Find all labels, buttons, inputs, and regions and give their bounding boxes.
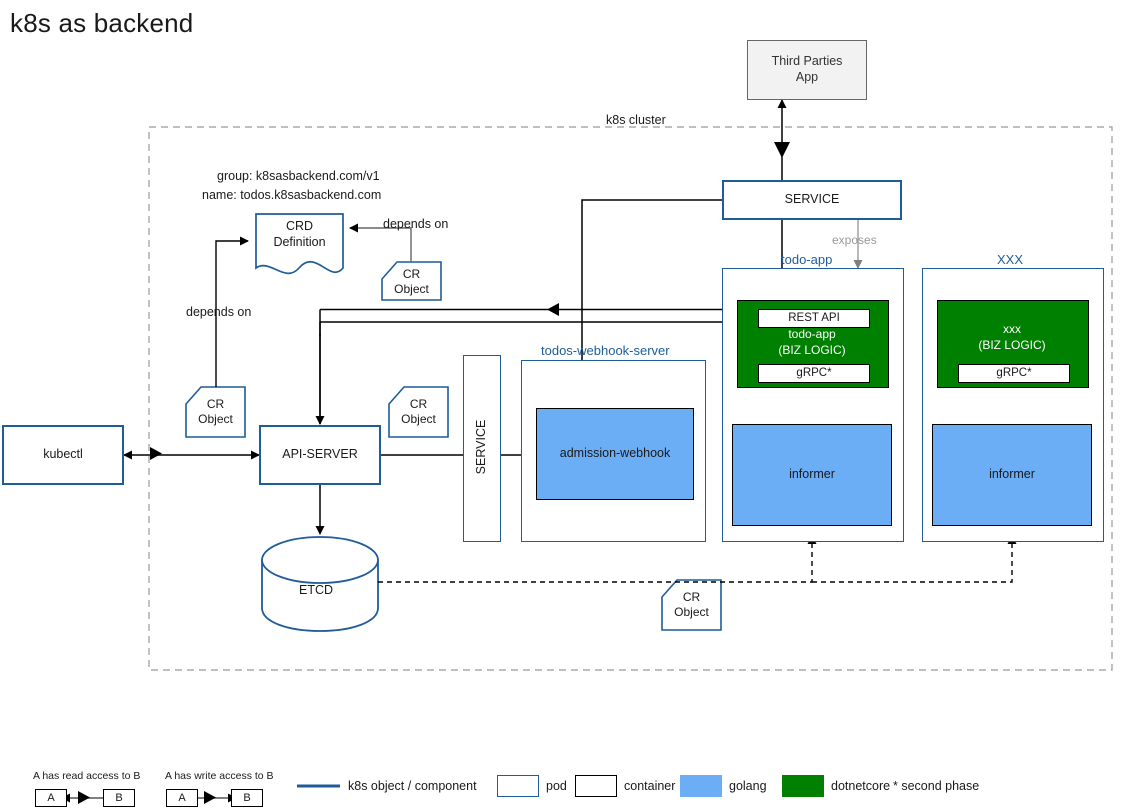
cr-object-2-line1: CR: [206, 397, 225, 411]
page-title: k8s as backend: [10, 8, 194, 38]
cr-object-label-3: CR Object: [389, 390, 448, 434]
cr-object-shape-1: [381, 261, 442, 301]
edge-crobject2-dependson-crd: [215, 236, 249, 387]
legend-pod-swatch: [497, 775, 539, 797]
legend-read-box-b: B: [103, 789, 135, 807]
todo-app-rest-api-container[interactable]: REST API: [758, 309, 870, 328]
etcd-label: ETCD: [299, 583, 334, 597]
legend-write-box-b: B: [231, 789, 263, 807]
cr-object-4-line2: Object: [674, 605, 709, 619]
edge-crobject1-dependson-crd: [349, 223, 412, 262]
legend-footnote: * second phase: [893, 779, 980, 793]
legend-write-caption: A has write access to B: [165, 770, 274, 782]
crd-definition-line1: CRD: [285, 219, 314, 234]
cr-object-1-line1: CR: [402, 267, 421, 281]
pod-label-xxx: XXX: [997, 252, 1024, 267]
etcd-cylinder: [261, 536, 379, 632]
legend-container-label: container: [624, 779, 676, 793]
crd-definition-shape: [255, 213, 344, 275]
todos-webhook-server-label: todos-webhook-server: [541, 343, 670, 358]
cr-object-3-line2: Object: [401, 412, 436, 426]
edge-etcd-to-informer-xxx: [812, 535, 1017, 583]
todo-app-grpc-container[interactable]: gRPC*: [758, 364, 870, 383]
cr-object-label-1: CR Object: [382, 264, 441, 300]
k8s-cluster-label: k8s cluster: [606, 113, 666, 127]
legend-read-marker: [78, 791, 90, 804]
crd-definition-line2: Definition: [273, 235, 326, 249]
xxx-grpc-container[interactable]: gRPC*: [958, 364, 1070, 383]
service-box-vertical[interactable]: [463, 355, 501, 542]
legend-dotnetcore-swatch: [782, 775, 824, 797]
todo-app-informer-container[interactable]: informer: [732, 424, 892, 526]
cr-object-4-line1: CR: [682, 590, 701, 604]
crd-group-label: group: k8sasbackend.com/v1: [217, 169, 380, 183]
cr-object-shape-4: [661, 579, 722, 631]
crd-definition-text: CRD Definition: [256, 214, 343, 256]
legend-write-marker: [204, 791, 216, 804]
legend-dotnetcore-label: dotnetcore: [831, 779, 891, 793]
edge-kubectl-apiserver-read-marker: [150, 447, 162, 460]
legend-write-box-a: A: [166, 789, 198, 807]
third-parties-app-box[interactable]: Third Parties App: [747, 40, 867, 100]
pod-label-todo-app: todo-app: [781, 252, 833, 267]
cr-object-shape-2: [185, 386, 246, 438]
cr-object-shape-3: [388, 386, 449, 438]
depends-on-label-left: depends on: [186, 305, 252, 319]
legend-pod-label: pod: [546, 779, 567, 793]
cr-object-2-line2: Object: [198, 412, 233, 426]
legend-line-label: k8s object / component: [348, 779, 477, 793]
crd-name-label: name: todos.k8sasbackend.com: [202, 188, 382, 202]
legend-read-box-a: A: [35, 789, 67, 807]
edge-service-to-webhook: [581, 199, 742, 408]
exposes-label: exposes: [832, 233, 877, 247]
cr-object-label-4: CR Object: [662, 583, 721, 627]
xxx-informer-container[interactable]: informer: [932, 424, 1092, 526]
cr-object-label-2: CR Object: [186, 390, 245, 434]
api-server-box[interactable]: API-SERVER: [259, 425, 381, 485]
legend-container-swatch: [575, 775, 617, 797]
third-parties-app-line2: App: [795, 70, 819, 84]
third-parties-app-line1: Third Parties: [771, 54, 843, 69]
cr-object-1-line2: Object: [394, 282, 429, 296]
service-box-top[interactable]: SERVICE: [722, 180, 902, 220]
cr-object-3-line1: CR: [409, 397, 428, 411]
edge-service-thirdparties-write-marker: [774, 142, 790, 158]
depends-on-label-right: depends on: [383, 217, 449, 231]
kubectl-box[interactable]: kubectl: [2, 425, 124, 485]
edge-etcd-to-informer-todoapp: [378, 535, 817, 583]
legend-golang-swatch: [680, 775, 722, 797]
k8s-cluster-boundary: [148, 126, 1113, 671]
admission-webhook-container[interactable]: admission-webhook: [536, 408, 694, 500]
service-vertical-label: SERVICE: [474, 419, 488, 475]
legend-golang-label: golang: [729, 779, 767, 793]
legend-read-caption: A has read access to B: [33, 770, 141, 782]
